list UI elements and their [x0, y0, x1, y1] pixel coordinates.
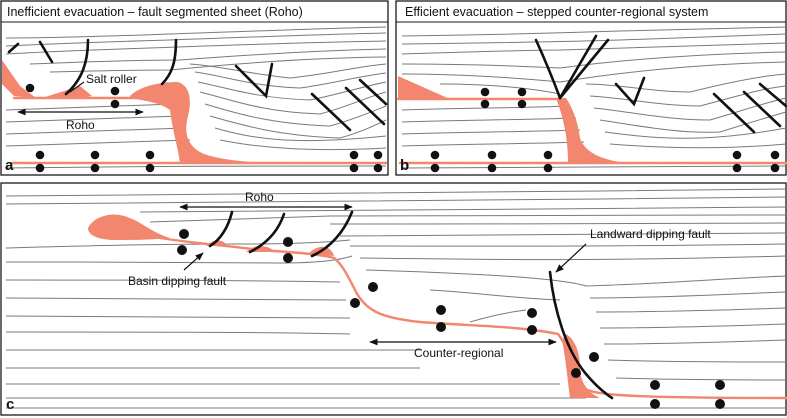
panel-b-fault-2	[558, 34, 598, 100]
panel-a-salt-wedge-left	[2, 60, 36, 98]
panel-a-welds	[25, 83, 383, 173]
panel-c-label-roho: Roho	[245, 190, 274, 204]
weld-dot	[543, 163, 553, 173]
panel-b-frame	[395, 0, 787, 176]
panel-a-fault-6	[310, 92, 352, 132]
panel-c-label-basin-fault: Basin dipping fault	[128, 274, 227, 288]
weld-dot	[35, 163, 45, 173]
weld-dot	[732, 150, 742, 160]
panel-b-fault-6	[742, 90, 782, 128]
weld-dot	[715, 399, 725, 409]
weld-dot	[517, 99, 527, 109]
weld-dot	[715, 380, 725, 390]
panel-c-fault-landward	[548, 270, 614, 400]
panel-b-fault-7	[758, 82, 787, 108]
panel-a-frame	[0, 0, 389, 176]
panel-a-fault-4	[160, 38, 178, 86]
panel-c-fault-2	[248, 212, 286, 254]
panel-a-salt-diapir	[130, 82, 268, 163]
panel-a-fault-7	[344, 86, 386, 126]
panel-b-letter: b	[400, 157, 409, 174]
weld-dot	[90, 150, 100, 160]
weld-dot	[179, 229, 189, 239]
panel-b-salt	[396, 76, 787, 165]
panel-c-faults	[208, 210, 614, 400]
panel-a-fault-3	[64, 38, 90, 96]
weld-dot	[110, 99, 120, 109]
weld-dot	[527, 308, 537, 318]
panel-c-salt-weld	[158, 236, 787, 400]
weld-dot	[177, 245, 187, 255]
panel-a-salt	[2, 60, 388, 165]
panel-c-salt-bulb	[88, 214, 170, 240]
panel-b-salt-feeder	[556, 98, 620, 163]
weld-dot	[283, 237, 293, 247]
weld-dot	[430, 163, 440, 173]
weld-dot	[436, 305, 446, 315]
panel-b-fault-3	[558, 38, 610, 100]
panel-c-strata	[5, 188, 787, 409]
weld-dot	[770, 163, 780, 173]
weld-dot	[650, 399, 660, 409]
weld-dot	[770, 150, 780, 160]
panel-c-fault-1	[208, 210, 234, 248]
panel-a-strata	[5, 26, 387, 169]
weld-dot	[145, 150, 155, 160]
panel-c-label-landward-fault: Landward dipping fault	[590, 227, 711, 241]
panel-b-fault-4	[614, 76, 646, 107]
panel-b-strata	[401, 26, 787, 169]
weld-dot	[110, 86, 120, 96]
weld-dot	[487, 163, 497, 173]
panel-a-fault-2	[38, 40, 54, 64]
weld-dot	[368, 282, 378, 292]
weld-dot	[527, 325, 537, 335]
panel-b-fault-1	[534, 38, 562, 100]
panel-a-label-salt-roller: Salt roller	[86, 72, 137, 86]
weld-dot	[650, 380, 660, 390]
panel-c: Roho Basin dipping fault Landward dippin…	[0, 182, 787, 416]
panel-a-fault-5	[234, 62, 274, 99]
panel-c-label-counter-regional: Counter-regional	[414, 346, 503, 360]
weld-dot	[589, 352, 599, 362]
weld-dot	[283, 253, 293, 263]
weld-dot	[349, 163, 359, 173]
panel-c-basin-fault-pointer	[183, 252, 204, 271]
panel-b-welds	[430, 87, 780, 173]
panel-a-letter: a	[5, 157, 14, 174]
weld-dot	[90, 163, 100, 173]
panel-b-fault-5	[712, 92, 756, 134]
weld-dot	[480, 87, 490, 97]
panel-c-fault-3	[310, 210, 354, 258]
panel-c-welds	[177, 229, 725, 409]
weld-dot	[373, 163, 383, 173]
panel-a-label-roho: Roho	[66, 118, 95, 132]
weld-dot	[517, 87, 527, 97]
weld-dot	[732, 163, 742, 173]
panel-a-title: Inefficient evacuation – fault segmented…	[7, 5, 303, 19]
panel-b-salt-wedge	[398, 76, 452, 100]
weld-dot	[436, 322, 446, 332]
panel-a-faults	[7, 38, 388, 132]
weld-dot	[373, 150, 383, 160]
weld-dot	[145, 163, 155, 173]
panel-a-salt-roller-pointer	[69, 81, 85, 93]
weld-dot	[349, 150, 359, 160]
panel-c-landward-fault-pointer	[555, 243, 587, 273]
weld-dot	[350, 298, 360, 308]
panel-b: Efficient evacuation – stepped counter-r…	[395, 0, 787, 176]
panel-a-fault-8	[358, 78, 388, 106]
weld-dot	[35, 150, 45, 160]
panel-b-title: Efficient evacuation – stepped counter-r…	[405, 5, 708, 19]
weld-dot	[487, 150, 497, 160]
panel-a-fault-1	[7, 42, 20, 54]
panel-a: Inefficient evacuation – fault segmented…	[0, 0, 389, 176]
panel-b-faults	[534, 34, 787, 134]
weld-dot	[480, 99, 490, 109]
weld-dot	[571, 368, 581, 378]
weld-dot	[430, 150, 440, 160]
panel-c-letter: c	[6, 396, 14, 413]
weld-dot	[543, 150, 553, 160]
weld-dot	[25, 83, 35, 93]
